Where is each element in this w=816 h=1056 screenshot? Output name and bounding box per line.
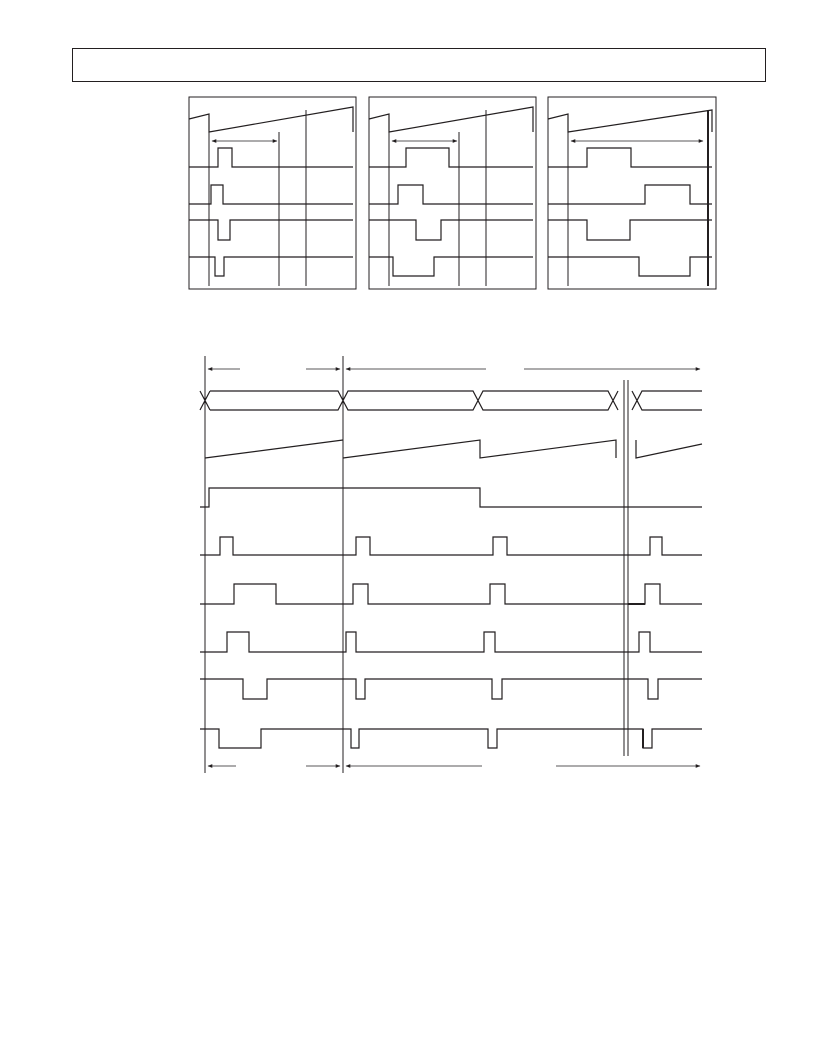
panel-3-trace-2 [548,184,712,205]
panel-3-trace-4 [548,256,712,277]
panel-3 [547,96,717,290]
panel-2-trace-3 [369,219,533,241]
pulse-trace-4 [200,678,702,700]
panel-3-frame [547,96,717,290]
pulse-trace-2 [200,583,702,605]
panel-2 [368,96,537,290]
bottom-timing-diagram [199,356,703,773]
panel-1-trace-2 [189,184,353,205]
panel-2-ramp-trace [368,106,534,133]
bus-trace [199,390,702,411]
header-box [72,48,766,82]
pulse-trace-5 [200,728,702,749]
panel-1-trace-4 [189,256,353,277]
panel-1-trace-3 [189,219,353,241]
panel-3-trace-1 [548,147,712,168]
panel-2-frame [368,96,537,290]
pulse-trace-3 [200,631,702,653]
gate-trace [200,487,702,508]
ramp-trace [204,439,703,459]
pulse-trace-1 [200,536,702,556]
panel-2-trace-1 [369,147,533,168]
panel-1-ramp-trace [188,106,354,133]
panel-3-trace-3 [548,219,712,241]
panel-1 [188,96,357,290]
panel-3-ramp-trace [547,109,713,133]
panel-1-trace-1 [189,147,353,168]
panel-2-trace-4 [369,256,533,277]
panel-1-frame [188,96,357,290]
panel-2-trace-2 [369,184,533,205]
